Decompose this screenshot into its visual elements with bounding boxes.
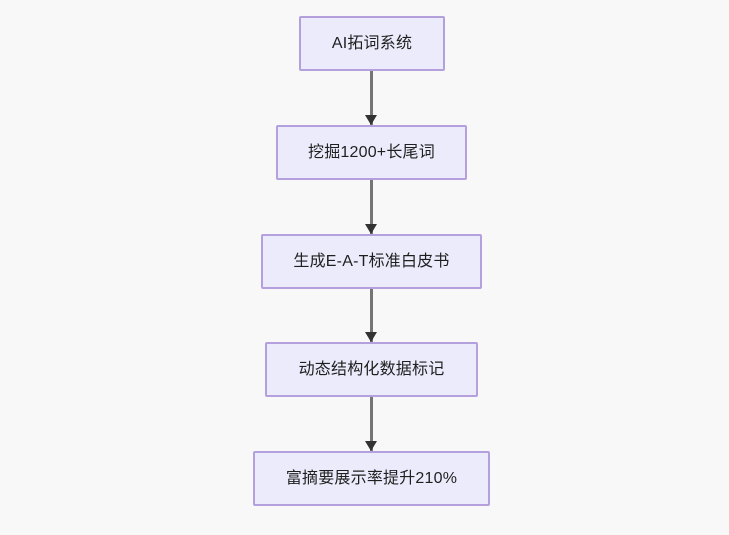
flowchart-node-rich-snippet-impression-lift[interactable]: 富摘要展示率提升210% (253, 451, 490, 506)
arrowhead-icon (365, 441, 377, 451)
flowchart-node-mine-longtail-keywords[interactable]: 挖掘1200+长尾词 (276, 125, 467, 180)
flowchart-node-ai-keyword-system[interactable]: AI拓词系统 (299, 16, 445, 71)
arrowhead-icon (365, 224, 377, 234)
connector-stem (369, 289, 373, 342)
arrowhead-icon (365, 332, 377, 342)
connector-stem (369, 71, 373, 125)
arrowhead-icon (365, 115, 377, 125)
flowchart-node-dynamic-structured-data-markup[interactable]: 动态结构化数据标记 (265, 342, 478, 397)
connector-stem (369, 397, 373, 451)
connector-stem (369, 180, 373, 234)
flowchart-node-generate-eat-whitepaper[interactable]: 生成E-A-T标准白皮书 (261, 234, 482, 289)
